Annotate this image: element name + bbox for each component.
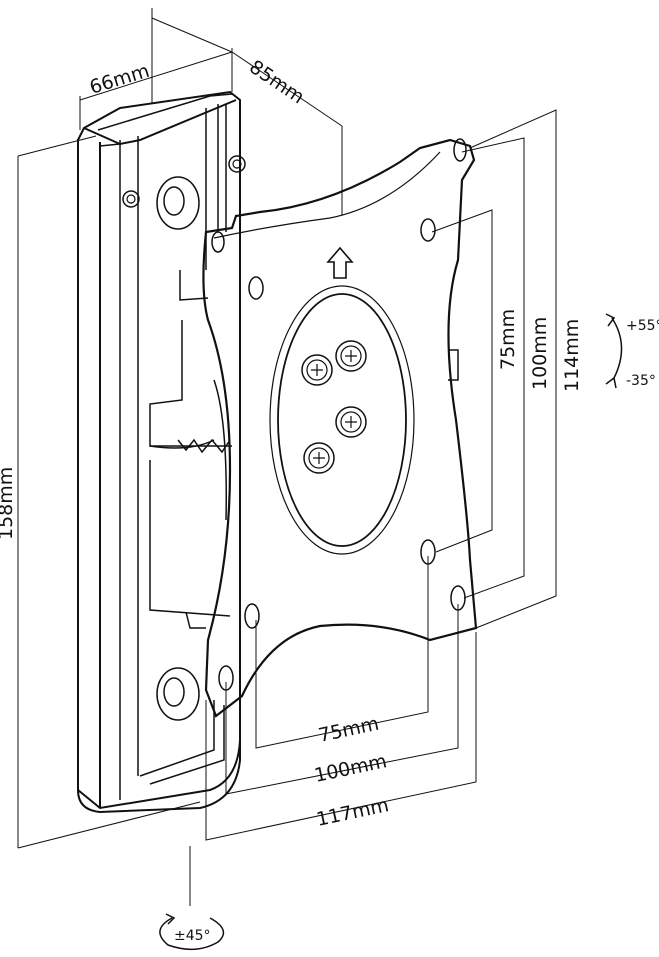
tilt-up-label: +55° — [626, 318, 659, 334]
swivel-label: ±45° — [174, 928, 211, 944]
label-vertical-75mm: 75mm — [497, 309, 519, 370]
dimension-lines — [17, 8, 557, 906]
label-66mm: 66mm — [87, 60, 152, 99]
center-screw-4-icon — [335, 406, 367, 438]
label-horizontal-75mm: 75mm — [316, 713, 380, 747]
label-85mm: 85mm — [245, 56, 308, 108]
tilt-arc-icon — [611, 317, 623, 379]
wall-screw-top-right-icon — [228, 155, 246, 173]
center-screw-3-icon — [303, 442, 335, 474]
label-horizontal-100mm: 100mm — [312, 750, 388, 787]
wall-hole-top-icon — [156, 176, 200, 230]
label-vertical-114mm: 114mm — [561, 319, 583, 392]
tilt-down-label: -35° — [626, 373, 656, 389]
up-arrow-icon — [326, 246, 354, 279]
center-screw-2-icon — [335, 340, 367, 372]
swivel-indicator: ±45° — [159, 913, 225, 951]
wall-hole-bottom-icon — [156, 667, 200, 721]
tilt-indicator: +55° -35° — [605, 313, 659, 389]
wall-screw-top-left-icon — [122, 190, 140, 208]
center-boss — [277, 293, 407, 547]
label-vertical-100mm: 100mm — [529, 317, 551, 390]
label-158mm: 158mm — [0, 467, 17, 540]
wall-plate — [77, 90, 241, 814]
swivel-ellipse-icon — [159, 917, 225, 951]
tilt-hinge-arm — [149, 270, 459, 629]
label-horizontal-117mm: 117mm — [314, 794, 390, 831]
wall-plate-fixings — [122, 155, 246, 721]
vesa-plate — [202, 138, 478, 718]
center-screw-1-icon — [301, 354, 333, 386]
